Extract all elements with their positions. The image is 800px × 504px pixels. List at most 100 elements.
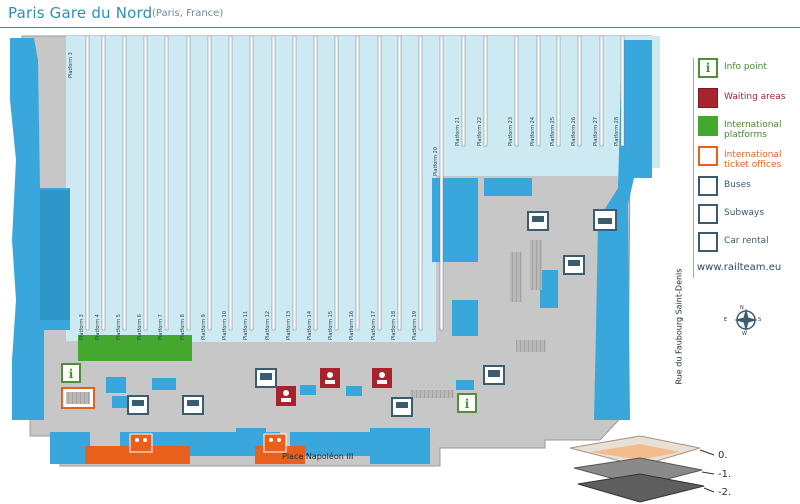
kiosk-3: [112, 396, 130, 408]
subway-icon-2: [182, 395, 204, 415]
header-divider: [0, 27, 800, 28]
platform-track: [461, 35, 466, 147]
platform-track: [577, 35, 582, 147]
platform-track: [186, 35, 191, 331]
platform-label: Platform 5: [116, 314, 122, 340]
kiosk-1: [106, 377, 126, 393]
platform-track: [292, 35, 297, 331]
platform-track: [207, 35, 212, 331]
legend-tickets-label: International ticket offices: [724, 150, 781, 170]
platform-label: Platform 24: [530, 117, 536, 146]
level-0-label: 0.: [718, 450, 728, 461]
legend-info: i Info point: [698, 58, 800, 82]
platform-label: Platform 12: [265, 311, 271, 340]
international-platforms-area: [78, 335, 192, 361]
kiosk-2: [152, 378, 176, 390]
subway-icon-3: [527, 211, 549, 231]
subway-icon-4: [563, 255, 585, 275]
platform-label: Platform 27: [593, 117, 599, 146]
legend-waiting: Waiting areas: [698, 88, 800, 112]
svg-text:i: i: [69, 367, 74, 381]
front-facade-left: [50, 432, 90, 464]
ticket-office-icon-3: [263, 433, 287, 453]
platform-label: Platform 17: [371, 311, 377, 340]
platform-track: [143, 35, 148, 331]
legend-tickets-line1: International: [724, 150, 782, 160]
block-a: [432, 178, 478, 262]
platform-label: Platform 26: [571, 117, 577, 146]
platform-track: [620, 35, 625, 147]
compass-s: S: [758, 317, 762, 323]
platform-label: Platform 20: [433, 147, 439, 176]
platform-label: Platform 11: [243, 311, 249, 340]
platform-track: [483, 35, 488, 147]
platform-track: [599, 35, 604, 147]
legend-info-label: Info point: [724, 62, 767, 72]
platform-label: Platform 25: [550, 117, 556, 146]
platform-track: [313, 35, 318, 331]
waiting-area-icon-3: [276, 386, 296, 406]
compass-n: N: [740, 305, 744, 311]
platform-track: [355, 35, 360, 331]
platform-track: [418, 35, 423, 331]
platform-label: Platform 23: [508, 117, 514, 146]
info-point-icon-1: i: [61, 363, 81, 383]
compass-e: E: [724, 317, 728, 323]
international-platform-swatch: [698, 116, 718, 136]
platform-track: [397, 35, 402, 331]
legend-waiting-label: Waiting areas: [724, 92, 786, 102]
platform-track: [334, 35, 339, 331]
legend-car-rental-label: Car rental: [724, 236, 769, 246]
platform-label-top: Platform 3: [68, 52, 74, 78]
compass-w: W: [742, 331, 747, 337]
info-icon: i: [698, 58, 718, 78]
platform-track: [228, 35, 233, 331]
platform-label: Platform 18: [391, 311, 397, 340]
legend-international: International platforms: [698, 116, 800, 140]
page-title: Paris Gare du Nord: [8, 4, 153, 22]
block-c: [540, 270, 558, 308]
legend-international-line1: International: [724, 120, 782, 130]
waiting-area-icon-1: [320, 368, 340, 388]
platform-track: [556, 35, 561, 147]
car-rental-icon: [698, 232, 718, 252]
subway-icon-1: [127, 395, 149, 415]
ticket-office-icon-1: [61, 387, 95, 409]
compass-rose: [734, 308, 758, 332]
platform-label: Platform 4: [95, 314, 101, 340]
header: Paris Gare du Nord (Paris, France): [0, 0, 800, 28]
level-minus2-label: -2.: [718, 487, 732, 498]
legend-tickets-line2: ticket offices: [724, 160, 782, 170]
front-facade-tower: [370, 428, 430, 464]
legend-tickets: International ticket offices: [698, 146, 800, 170]
block-b: [452, 300, 478, 336]
legend-international-line2: platforms: [724, 130, 767, 140]
legend-subways-label: Subways: [724, 208, 765, 218]
waiting-area-icon: [698, 88, 718, 108]
platform-label: Platform 10: [222, 311, 228, 340]
ticket-office-icon: [698, 146, 718, 166]
subway-icon: [698, 204, 718, 224]
legend-buses-label: Buses: [724, 180, 751, 190]
website-link[interactable]: www.railteam.eu: [697, 262, 782, 273]
escalator-2: [530, 240, 542, 290]
legend-car-rental: Car rental: [698, 232, 800, 256]
platform-label: Platform 22: [477, 117, 483, 146]
platform-track: [514, 35, 519, 147]
platform-track: [122, 35, 127, 331]
left-building-wing: [40, 190, 70, 320]
platform-track: [377, 35, 382, 331]
platform-track: [164, 35, 169, 331]
escalator-3: [516, 340, 546, 352]
bus-icon-1: [255, 368, 277, 388]
platform-label: Platform 9: [201, 314, 207, 340]
level-diagram: [569, 435, 715, 503]
escalator-1: [510, 252, 522, 302]
waiting-area-icon-2: [372, 368, 392, 388]
street-label: Rue du Faubourg Saint-Denis: [674, 268, 684, 385]
legend: i Info point Waiting areas International…: [693, 58, 800, 278]
kiosk-6: [456, 380, 474, 390]
platform-track: [271, 35, 276, 331]
right-building: [594, 40, 652, 420]
